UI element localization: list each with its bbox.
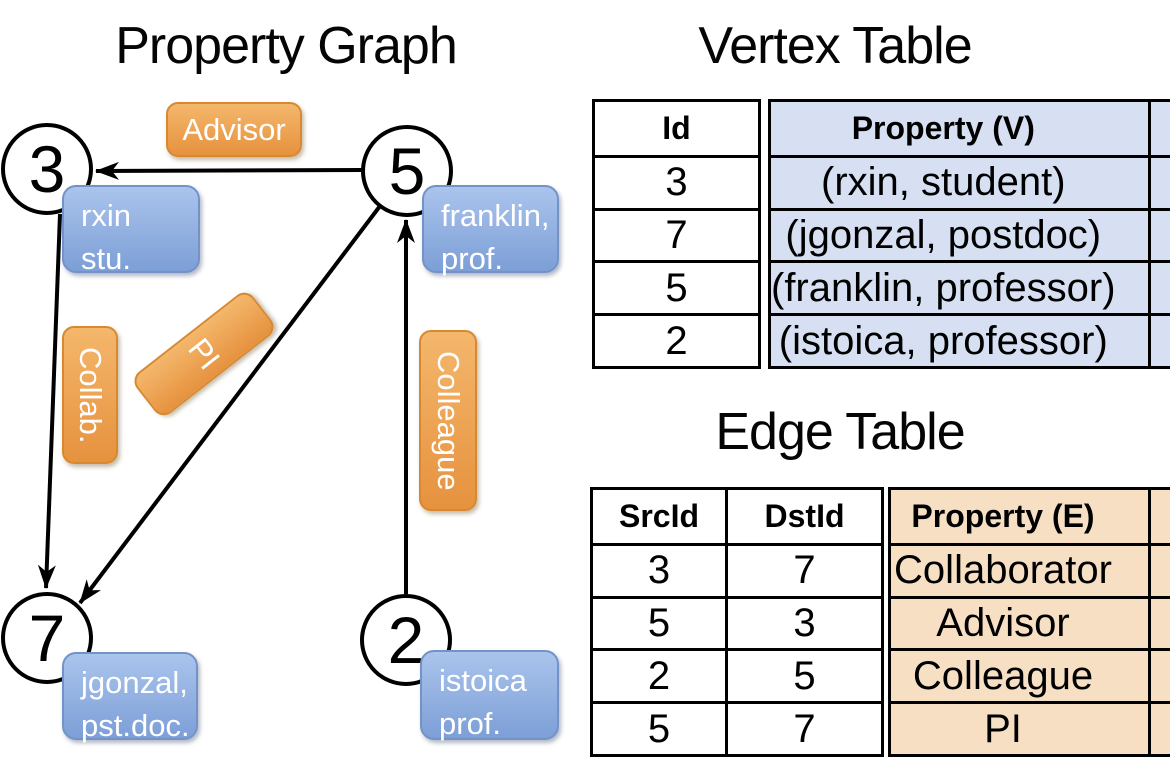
vertex-table-id-column: Id 3 7 5 2 [592,99,761,369]
vertex-table-cell: 5 [595,260,758,313]
clipped-column-divider [1148,490,1151,754]
edge-3-to-7 [37,213,62,589]
vertex-property-line: stu. [81,241,131,276]
vertex-table-cell: 2 [595,313,758,366]
edge-table-cell: PI [891,701,1170,754]
vertex-table-cell: (rxin, student) [771,154,1170,208]
property-graph-title: Property Graph [115,17,458,75]
vertex-property-line: prof. [439,706,502,741]
edge-table-property-header: Property (E) [911,497,1095,534]
node-3-id: 3 [29,132,66,206]
edge-table-cell: 3 [725,598,881,649]
vertex-table-cell: (istoica, professor) [771,313,1170,366]
edge-table-cell: 7 [725,704,881,754]
edge-label-colleague: Colleague [419,330,477,511]
edge-label-pi-text: PI [181,331,228,377]
vertex-property-box-3: rxin stu. [62,185,200,276]
edge-table-row: 3 7 [593,542,881,596]
vertex-table-title: Vertex Table [698,17,972,75]
edge-table-cell: Advisor [891,595,1170,649]
edge-table-dstid-header: DstId [725,490,881,543]
vertex-table-id-header: Id [662,109,691,146]
vertex-table-property-column: Property (V) (rxin, student) (jgonzal, p… [768,99,1170,369]
node-2-id: 2 [388,603,425,677]
vertex-property-box-7: jgonzal, pst.doc. [62,652,198,743]
vertex-table-cell: (jgonzal, postdoc) [771,207,1170,261]
edge-table-cell: Collaborator [891,542,1170,596]
edge-table-property-column: Property (E) Collaborator Advisor Collea… [888,487,1170,757]
vertex-property-line: franklin, [441,198,550,233]
vertex-property-box-2: istoica prof. [420,650,559,741]
edge-5-to-3 [95,161,364,180]
clipped-column-divider [1148,102,1151,366]
vertex-property-line: pst.doc. [81,708,190,743]
edge-table-row: 5 7 [593,701,881,754]
vertex-table-cell: 3 [595,154,758,208]
vertex-property-box-5: franklin, prof. [422,185,559,276]
edge-table-cell: Colleague [891,648,1170,701]
vertex-table-property-header: Property (V) [851,109,1035,146]
edge-table-cell: 3 [647,548,671,593]
vertex-property-line: rxin [81,198,131,233]
edge-table-cell: 5 [647,706,671,751]
node-5-id: 5 [389,134,426,208]
edge-table-title: Edge Table [715,403,965,461]
node-7-id: 7 [29,601,66,675]
edge-5-to-7 [78,204,382,605]
edge-table-header-row: SrcId DstId [593,490,881,543]
vertex-property-line: jgonzal, [81,665,188,700]
vertex-table-cell: (franklin, professor) [771,260,1170,313]
edge-label-collab: Collab. [62,326,118,464]
edge-table-row: 2 5 [593,648,881,702]
vertex-table-cell: 7 [595,207,758,261]
edge-table-row: 5 3 [593,595,881,649]
edge-table-cell: 2 [647,653,671,698]
vertex-property-line: istoica [439,663,527,698]
edge-table-cell: 7 [725,545,881,596]
edge-table-cell: 5 [647,600,671,645]
edge-table-cell: 5 [725,651,881,702]
edge-table-id-columns: SrcId DstId 3 7 5 3 2 5 5 7 [590,487,884,757]
vertex-property-line: prof. [441,241,504,276]
edge-label-advisor: Advisor [166,102,302,157]
edge-table-srcid-header: SrcId [618,497,700,534]
